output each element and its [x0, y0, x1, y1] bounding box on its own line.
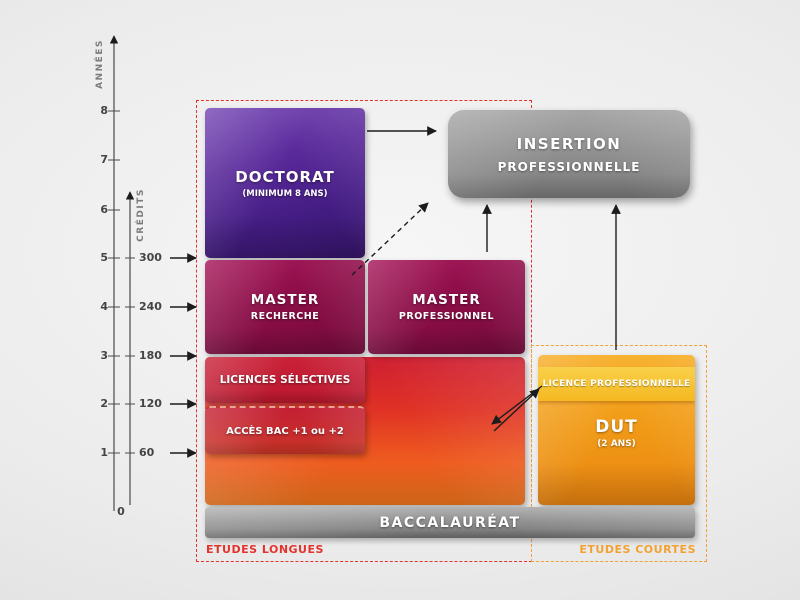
dut-text: DUT (2 ANS) — [538, 417, 695, 449]
acces-bac-title: ACCÈS BAC +1 ou +2 — [226, 425, 344, 437]
etudes-longues-frame — [196, 100, 532, 562]
credits-tick: 240 — [139, 300, 162, 313]
etudes-longues-label: ETUDES LONGUES — [206, 543, 324, 556]
master-professionnel-block: MASTER PROFESSIONNEL — [368, 260, 525, 354]
etudes-courtes-label: ETUDES COURTES — [579, 543, 696, 556]
years-tick: 8 — [100, 104, 108, 117]
licences-selectives-title: LICENCES SÉLECTIVES — [219, 374, 351, 386]
years-tick-zero: 0 — [117, 505, 125, 518]
baccalaureat-bar: BACCALAURÉAT — [205, 507, 695, 538]
acces-bac-block: ACCÈS BAC +1 ou +2 — [205, 406, 365, 454]
years-tick: 6 — [100, 203, 108, 216]
insertion-professionnelle-box: INSERTION PROFESSIONNELLE — [448, 110, 690, 198]
years-tick: 5 — [100, 251, 108, 264]
doctorat-block: DOCTORAT (MINIMUM 8 ANS) — [205, 108, 365, 258]
credits-tick: 60 — [139, 446, 155, 459]
credits-tick: 300 — [139, 251, 162, 264]
master-recherche-subtitle: RECHERCHE — [250, 311, 320, 322]
master-professionnel-subtitle: PROFESSIONNEL — [398, 311, 495, 322]
dut-title: DUT — [595, 417, 638, 437]
master-professionnel-title: MASTER — [412, 292, 481, 308]
credits-axis-label: CRÉDITS — [136, 188, 146, 242]
years-tick: 4 — [100, 300, 108, 313]
years-tick: 7 — [100, 153, 108, 166]
doctorat-subtitle: (MINIMUM 8 ANS) — [242, 188, 328, 199]
licence-title: LICENCE — [450, 504, 525, 505]
credits-tick: 120 — [139, 397, 162, 410]
credits-tick: 180 — [139, 349, 162, 362]
insertion-line2: PROFESSIONNELLE — [497, 159, 641, 174]
dut-block: LICENCE PROFESSIONNELLE DUT (2 ANS) — [538, 355, 695, 505]
licence-professionnelle-title: LICENCE PROFESSIONNELLE — [542, 379, 691, 389]
master-recherche-block: MASTER RECHERCHE — [205, 260, 365, 354]
years-tick: 2 — [100, 397, 108, 410]
licence-professionnelle-band: LICENCE PROFESSIONNELLE — [538, 367, 695, 401]
master-recherche-title: MASTER — [250, 292, 320, 308]
years-tick: 3 — [100, 349, 108, 362]
doctorat-title: DOCTORAT — [235, 167, 335, 186]
years-axis-label: ANNÉES — [95, 39, 105, 89]
years-tick: 1 — [100, 446, 108, 459]
etudes-courtes-frame — [531, 345, 707, 562]
dut-subtitle: (2 ANS) — [597, 439, 636, 449]
baccalaureat-title: BACCALAURÉAT — [379, 514, 521, 531]
insertion-line1: INSERTION — [516, 134, 622, 153]
licences-selectives-block: LICENCES SÉLECTIVES — [205, 357, 365, 403]
